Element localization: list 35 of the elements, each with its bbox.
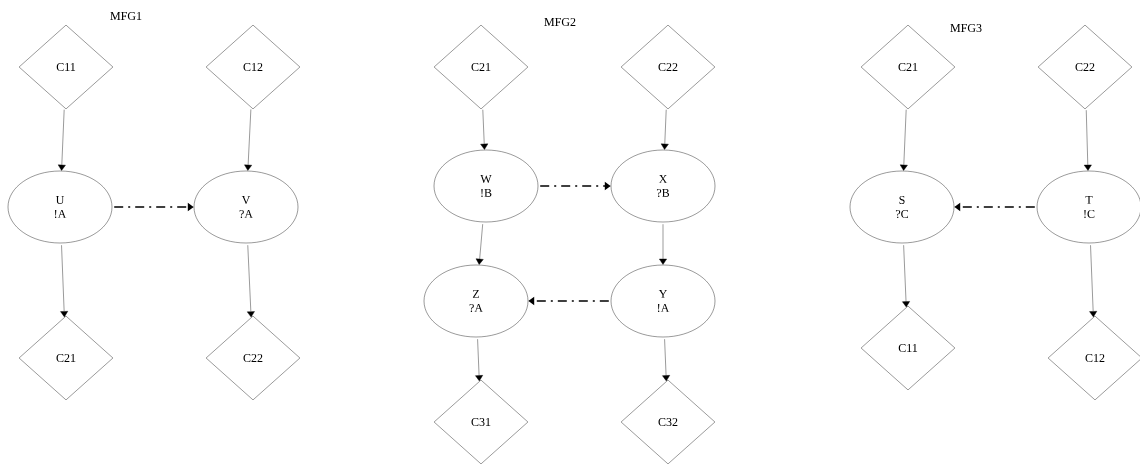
ellipse-node: S ?C <box>849 170 955 244</box>
arrow <box>1083 109 1092 171</box>
group-label: MFG1 <box>110 11 142 21</box>
group-label: MFG2 <box>544 17 576 27</box>
diamond-node: C22 <box>1037 24 1133 110</box>
arrow <box>659 224 667 265</box>
arrow <box>662 339 670 382</box>
arrow <box>475 339 483 382</box>
arrow <box>60 245 68 318</box>
ellipse-node: Y !A <box>610 264 716 338</box>
diamond-node: C22 <box>205 315 301 401</box>
ellipse-node: X ?B <box>610 149 716 223</box>
ellipse-node: Z ?A <box>423 264 529 338</box>
diamond-node: C21 <box>18 315 114 401</box>
diamond-node: C31 <box>433 379 529 464</box>
arrow <box>475 223 484 265</box>
arrow <box>480 109 489 150</box>
diamond-node: C11 <box>18 24 114 110</box>
diamond-node: C22 <box>620 24 716 110</box>
arrow <box>247 245 255 318</box>
diamond-node: C11 <box>860 305 956 391</box>
arrow <box>1089 245 1098 318</box>
diamond-node: C12 <box>205 24 301 110</box>
diamond-node: C12 <box>1047 315 1140 401</box>
diamond-node: C32 <box>620 379 716 464</box>
ellipse-node: W !B <box>433 149 539 223</box>
arrow <box>660 109 669 150</box>
arrow <box>902 245 910 308</box>
group-label: MFG3 <box>950 23 982 33</box>
ellipse-node: U !A <box>7 170 113 244</box>
arrow <box>244 109 252 171</box>
arrow <box>57 109 66 171</box>
diamond-node: C21 <box>433 24 529 110</box>
ellipse-node: V ?A <box>193 170 299 244</box>
arrow <box>899 109 908 171</box>
